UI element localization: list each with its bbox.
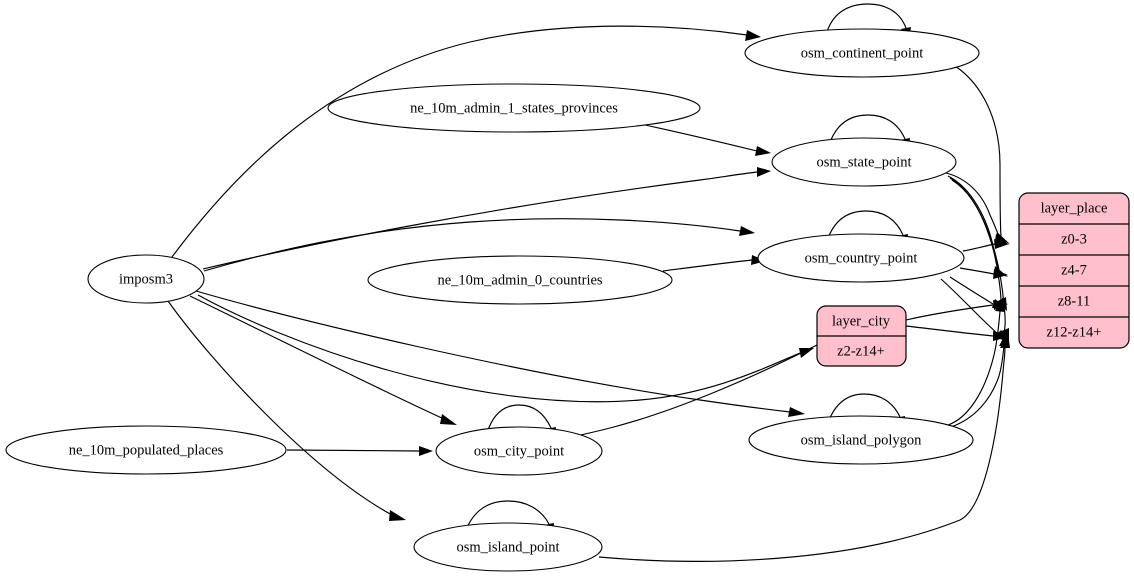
edge-osm_state_point-to-layer_place-z12-z14+ [951,179,1006,334]
arrowhead [739,226,755,236]
osm_country_point-label: osm_country_point [805,250,918,266]
edge-layer_city-to-osm_city_point [565,344,818,439]
arrowhead [757,167,771,177]
arrowhead [788,407,805,417]
edge-osm_island_polygon-to-layer_place-z8-11 [947,310,1001,426]
edge-osm_island_polygon-to-layer_place-z12-z14+ [950,345,1005,428]
osm_island_polygon-label: osm_island_polygon [801,432,923,448]
node-ne_10m_admin_1_states_provinces[interactable]: ne_10m_admin_1_states_provinces [327,83,701,133]
layer_place-row-z8-11[interactable]: z8-11 [1058,293,1090,309]
layer_place-title: layer_place [1041,200,1108,216]
layer_place-row-z0-3[interactable]: z0-3 [1061,231,1087,247]
edge-ne_admin_1-to-osm_state_point [644,124,758,152]
arrowhead [389,510,406,521]
node-imposm3[interactable]: imposm3 [87,254,205,304]
record-layer_place[interactable]: layer_place z0-3 z4-7 z8-11 z12-z14+ [1018,192,1130,349]
osm_island_polygon-shape[interactable] [748,415,974,465]
imposm3-label: imposm3 [119,271,173,287]
arrowhead [995,234,1009,245]
edge-ne_populated_places-to-osm_city_point [286,449,420,452]
osm_island_point-shape[interactable] [413,522,603,572]
layer_city-title: layer_city [832,313,891,329]
edge-osm_country_point-to-layer_place-z0-3 [962,243,996,252]
imposm3-shape[interactable] [87,254,205,304]
edge-osm_state_point-to-layer_place-z0-3 [945,172,1001,240]
arrowhead [995,297,1005,312]
arrowhead [993,269,1008,279]
osm_continent_point-shape[interactable] [744,28,980,78]
node-osm_island_polygon[interactable]: osm_island_polygon [748,415,974,465]
edge-osm_country_point-to-layer_place-z8-11 [949,276,994,305]
node-ne_10m_admin_0_countries[interactable]: ne_10m_admin_0_countries [367,255,673,305]
edge-imposm3-to-layer_city [197,294,801,403]
node-osm_city_point[interactable]: osm_city_point [435,426,603,476]
arrowhead [419,446,433,456]
edge-osm_continent_point-to-layer_place-z0-3 [954,65,1002,238]
layer_place-row-z12-z14plus[interactable]: z12-z14+ [1047,324,1102,340]
edge-self-osm_country_point [826,210,904,242]
edge-imposm3-to-osm_state_point [202,171,758,270]
edge-self-osm_state_point [828,114,906,146]
arrowhead [1000,333,1010,348]
edge-imposm3-to-osm_country_point [203,218,741,272]
ne_10m_admin_0_countries-shape[interactable] [367,255,673,305]
layer_place-row-z4-7[interactable]: z4-7 [1061,262,1087,278]
arrowhead [440,414,457,425]
ne_10m_admin_0_countries-label: ne_10m_admin_0_countries [437,272,602,288]
osm_city_point-shape[interactable] [435,426,603,476]
edge-ne_admin_0-to-osm_country_point [662,259,753,272]
edge-layer_city-to-layer_place-z12-z14+ [905,325,994,337]
edge-imposm3-to-osm_island_point [167,300,393,516]
osm_country_point-shape[interactable] [757,233,965,283]
edge-osm_island_point-to-layer_place-z12-z14+ [598,347,1006,562]
node-osm_country_point[interactable]: osm_country_point [757,233,965,283]
osm_state_point-shape[interactable] [771,137,957,187]
edge-osm_state_point-to-layer_place-z8-11 [949,177,1002,303]
record-layer: layer_place z0-3 z4-7 z8-11 z12-z14+ lay… [816,192,1130,367]
ne_10m_admin_1_states_provinces-shape[interactable] [327,83,701,133]
layer_city-row-z2-z14plus[interactable]: z2-z14+ [837,343,885,359]
node-osm_island_point[interactable]: osm_island_point [413,522,603,572]
node-osm_continent_point[interactable]: osm_continent_point [744,28,980,78]
layer_place-box[interactable] [1018,192,1130,349]
osm_island_point-label: osm_island_point [456,539,559,555]
arrowhead [996,232,1010,244]
edge-imposm3-to-osm_island_polygon [195,290,791,413]
arrowhead [755,146,771,156]
edge-self-osm_island_point [465,500,550,531]
arrowhead [994,239,1009,249]
ne_10m_admin_1_states_provinces-label: ne_10m_admin_1_states_provinces [410,100,618,116]
edge-osm_country_point-to-layer_place-z4-7 [959,267,995,275]
node-osm_state_point[interactable]: osm_state_point [771,137,957,187]
ne_10m_populated_places-shape[interactable] [5,425,287,475]
osm_city_point-label: osm_city_point [474,443,564,459]
osm_continent_point-label: osm_continent_point [801,45,923,61]
arrowhead [745,30,761,41]
node-layer: imposm3 ne_10m_admin_1_states_provinces … [5,28,980,572]
edge-self-osm_city_point [486,404,552,434]
edge-layer_city-to-layer_place-z8-11 [905,304,994,321]
edge-osm_country_point-to-layer_place-z12-z14+ [940,278,999,335]
arrowhead [799,348,814,358]
record-layer_city[interactable]: layer_city z2-z14+ [816,305,907,367]
node-ne_10m_populated_places[interactable]: ne_10m_populated_places [5,425,287,475]
edge-self-osm_island_polygon [827,393,901,424]
ne_10m_populated_places-label: ne_10m_populated_places [69,442,224,458]
edge-self-osm_continent_point [825,3,907,36]
edge-imposm3-to-osm_city_point [189,295,445,420]
osm_state_point-label: osm_state_point [816,154,911,170]
edge-imposm3-to-osm_continent_point [171,25,748,258]
